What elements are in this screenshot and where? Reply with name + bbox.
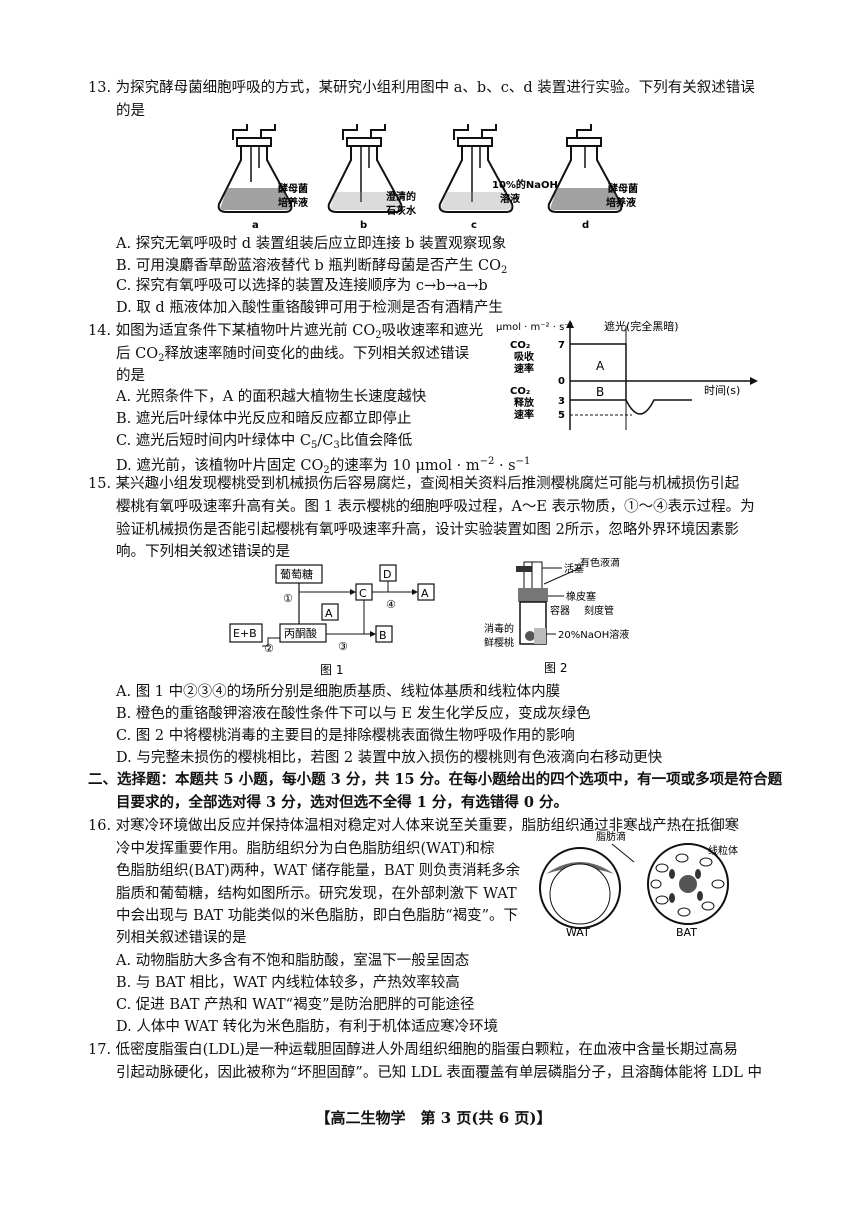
svg-text:图 2: 图 2: [544, 661, 567, 675]
flask-b-icon: [327, 124, 403, 213]
q15-option-c: C. 图 2 中将樱桃消毒的主要目的是排除樱桃表面微生物呼吸作用的影响: [116, 728, 575, 744]
q13-option-d: D. 取 d 瓶液体加入酸性重铬酸钾可用于检测是否有酒精产生: [116, 300, 503, 316]
q13-stem-line2: 的是: [116, 103, 145, 119]
svg-text:WAT: WAT: [566, 926, 590, 939]
svg-text:刻度管: 刻度管: [584, 604, 614, 617]
svg-text:速率: 速率: [514, 362, 534, 375]
svg-text:7: 7: [558, 340, 565, 351]
q13-stem-line1: 13. 为探究酵母菌细胞呼吸的方式，某研究小组利用图中 a、b、c、d 装置进行…: [88, 80, 755, 96]
q16-option-a: A. 动物脂肪大多含有不饱和脂肪酸，室温下一般呈固态: [116, 953, 470, 969]
q16-stem-line6: 列相关叙述错误的是: [116, 930, 247, 946]
q16-stem-line1: 16. 对寒冷环境做出反应并保持体温相对稳定对人体来说至关重要，脂肪组织通过非寒…: [88, 818, 740, 834]
svg-text:CO₂: CO₂: [510, 386, 530, 397]
section-2-heading-line1: 二、选择题：本题共 5 小题，每小题 3 分，共 15 分。在每小题给出的四个选…: [88, 771, 783, 788]
flask-c-letter: c: [471, 220, 477, 231]
q14-option-a: A. 光照条件下，A 的面积越大植物生长速度越快: [116, 389, 427, 405]
flask-d-label2: 培养液: [606, 196, 636, 209]
q15-figure-2: 活塞 有色液滴 橡皮塞 容器 刻度管 消毒的 鲜樱桃 20%NaOH溶液 图 2: [484, 558, 629, 675]
q14-stem-line1: 14. 如图为适宜条件下某植物叶片遮光前 CO2吸收速率和遮光: [88, 323, 484, 341]
svg-text:5: 5: [558, 410, 565, 421]
section-2-heading-line2: 目要求的，全部选对得 3 分，选对但选不全得 1 分，有选错得 0 分。: [116, 794, 569, 811]
svg-text:④: ④: [386, 598, 396, 611]
q14-stem-line2: 后 CO2释放速率随时间变化的曲线。下列相关叙述错误: [116, 346, 469, 364]
svg-text:A: A: [596, 359, 605, 373]
svg-text:速率: 速率: [514, 408, 534, 421]
q14-chart: μmol · m⁻² · s⁻¹ 遮光(完全黑暗) CO₂ 吸收 速率 CO₂ …: [496, 319, 758, 430]
svg-text:葡萄糖: 葡萄糖: [280, 567, 313, 581]
q14-option-c: C. 遮光后短时间内叶绿体中 C5/C3比值会降低: [116, 433, 413, 451]
q17-stem-line2: 引起动脉硬化，因此被称为“坏胆固醇”。已知 LDL 表面覆盖有单层磷脂分子，且溶…: [116, 1065, 763, 1081]
svg-text:0: 0: [558, 376, 565, 387]
flask-d-label1: 酵母菌: [608, 182, 638, 195]
svg-text:20%NaOH溶液: 20%NaOH溶液: [558, 628, 629, 641]
svg-text:BAT: BAT: [676, 926, 697, 939]
q16-cell-figure: 脂肪滴 线粒体 WAT BAT: [539, 830, 738, 939]
svg-text:释放: 释放: [514, 396, 535, 409]
svg-text:B: B: [379, 629, 387, 642]
flask-d-letter: d: [582, 220, 589, 231]
q14-option-b: B. 遮光后叶绿体中光反应和暗反应都立即停止: [116, 411, 412, 427]
q16-stem-line3: 色脂肪组织(BAT)两种，WAT 储存能量，BAT 则负责消耗多余: [116, 863, 521, 879]
flask-a-label2: 培养液: [278, 196, 308, 209]
chart-dark-curve: [625, 399, 692, 415]
flask-c-icon: [438, 124, 514, 213]
q15-option-b: B. 橙色的重铬酸钾溶液在酸性条件下可以与 E 发生化学反应，变成灰绿色: [116, 706, 591, 722]
svg-text:时间(s): 时间(s): [704, 384, 740, 397]
svg-text:容器: 容器: [550, 604, 570, 617]
flask-b-label1: 澄清的: [386, 190, 416, 203]
svg-text:图 1: 图 1: [320, 663, 343, 677]
flask-a-label1: 酵母菌: [278, 182, 308, 195]
svg-text:B: B: [596, 385, 604, 399]
chart-shade-label: 遮光(完全黑暗): [604, 319, 679, 333]
q17-stem-line1: 17. 低密度脂蛋白(LDL)是一种运载胆固醇进人外周组织细胞的脂蛋白颗粒，在血…: [88, 1042, 738, 1058]
q15-stem-line2: 樱桃有氧呼吸速率升高有关。图 1 表示樱桃的细胞呼吸过程，A～E 表示物质，①～…: [116, 499, 755, 515]
q16-option-d: D. 人体中 WAT 转化为米色脂肪，有利于机体适应寒冷环境: [116, 1019, 499, 1035]
q16-option-c: C. 促进 BAT 产热和 WAT“褐变”是防治肥胖的可能途径: [116, 997, 475, 1013]
svg-text:消毒的: 消毒的: [484, 622, 514, 635]
q14-option-d: D. 遮光前，该植物叶片固定 CO2的速率为 10 μmol · m−2 · s…: [116, 456, 531, 476]
q16-option-b: B. 与 BAT 相比，WAT 内线粒体较多，产热效率较高: [116, 975, 460, 991]
svg-text:吸收: 吸收: [514, 350, 534, 363]
svg-text:E+B: E+B: [233, 627, 257, 640]
q14-stem-line3: 的是: [116, 368, 145, 384]
svg-text:A: A: [421, 587, 429, 600]
q15-option-d: D. 与完整未损伤的樱桃相比，若图 2 装置中放入损伤的樱桃则有色液滴向右移动更…: [116, 750, 663, 766]
q15-stem-line3: 验证机械损伤是否能引起樱桃有氧呼吸速率升高，设计实验装置如图 2所示，忽略外界环…: [116, 522, 739, 538]
svg-text:D: D: [383, 568, 391, 581]
svg-text:3: 3: [558, 396, 565, 407]
svg-text:活塞: 活塞: [564, 562, 584, 575]
q16-stem-line4: 脂质和葡萄糖，结构如图所示。研究发现，在外部刺激下 WAT: [116, 886, 517, 902]
flask-d-icon: [547, 124, 623, 213]
flask-a-letter: a: [252, 220, 259, 231]
svg-text:鲜樱桃: 鲜樱桃: [484, 636, 514, 649]
flask-c-label1: 10%的NaOH: [492, 178, 558, 191]
svg-text:C: C: [359, 587, 367, 600]
q16-stem-line2: 冷中发挥重要作用。脂肪组织分为白色脂肪组织(WAT)和棕: [116, 841, 495, 857]
flask-a-icon: [217, 124, 293, 213]
q13-option-b: B. 可用溴麝香草酚蓝溶液替代 b 瓶判断酵母菌是否产生 CO2: [116, 258, 508, 276]
svg-text:有色液滴: 有色液滴: [580, 558, 620, 569]
svg-text:①: ①: [283, 592, 293, 605]
flask-b-label2: 石灰水: [385, 204, 417, 217]
svg-text:CO₂: CO₂: [510, 340, 530, 351]
svg-text:③: ③: [338, 640, 348, 653]
q15-option-a: A. 图 1 中②③④的场所分别是细胞质基质、线粒体基质和线粒体内膜: [116, 684, 561, 700]
flask-b-letter: b: [360, 220, 367, 231]
svg-text:橡皮塞: 橡皮塞: [566, 590, 596, 603]
q13-option-a: A. 探究无氧呼吸时 d 装置组装后应立即连接 b 装置观察现象: [116, 236, 507, 252]
svg-text:线粒体: 线粒体: [708, 844, 738, 857]
svg-text:脂肪滴: 脂肪滴: [596, 830, 626, 843]
page-footer: 【高二生物学 第 3 页(共 6 页)】: [315, 1109, 552, 1127]
svg-text:丙酮酸: 丙酮酸: [284, 626, 317, 640]
q13-option-c: C. 探究有氧呼吸可以选择的装置及连接顺序为 c→b→a→b: [116, 278, 488, 294]
q15-stem-line1: 15. 某兴趣小组发现樱桃受到机械损伤后容易腐烂，查阅相关资料后推测樱桃腐烂可能…: [88, 476, 740, 492]
q13-flask-figure: 酵母菌 培养液 a 澄清的 石灰水 b 10%的NaOH 溶液 c 酵母菌 培养…: [217, 124, 638, 231]
chart-unit: μmol · m⁻² · s⁻¹: [496, 322, 574, 333]
q16-stem-line5: 中会出现与 BAT 功能类似的米色脂肪，即白色脂肪“褐变”。下: [116, 908, 519, 924]
q15-figure-1: 葡萄糖 ① 丙酮酸 E+B ② A C D ④ A ③ B 图 1: [229, 564, 435, 677]
svg-text:A: A: [325, 607, 333, 620]
flask-c-label2: 溶液: [500, 192, 520, 205]
q15-stem-line4: 响。下列相关叙述错误的是: [116, 544, 290, 560]
svg-text:②: ②: [264, 642, 274, 655]
